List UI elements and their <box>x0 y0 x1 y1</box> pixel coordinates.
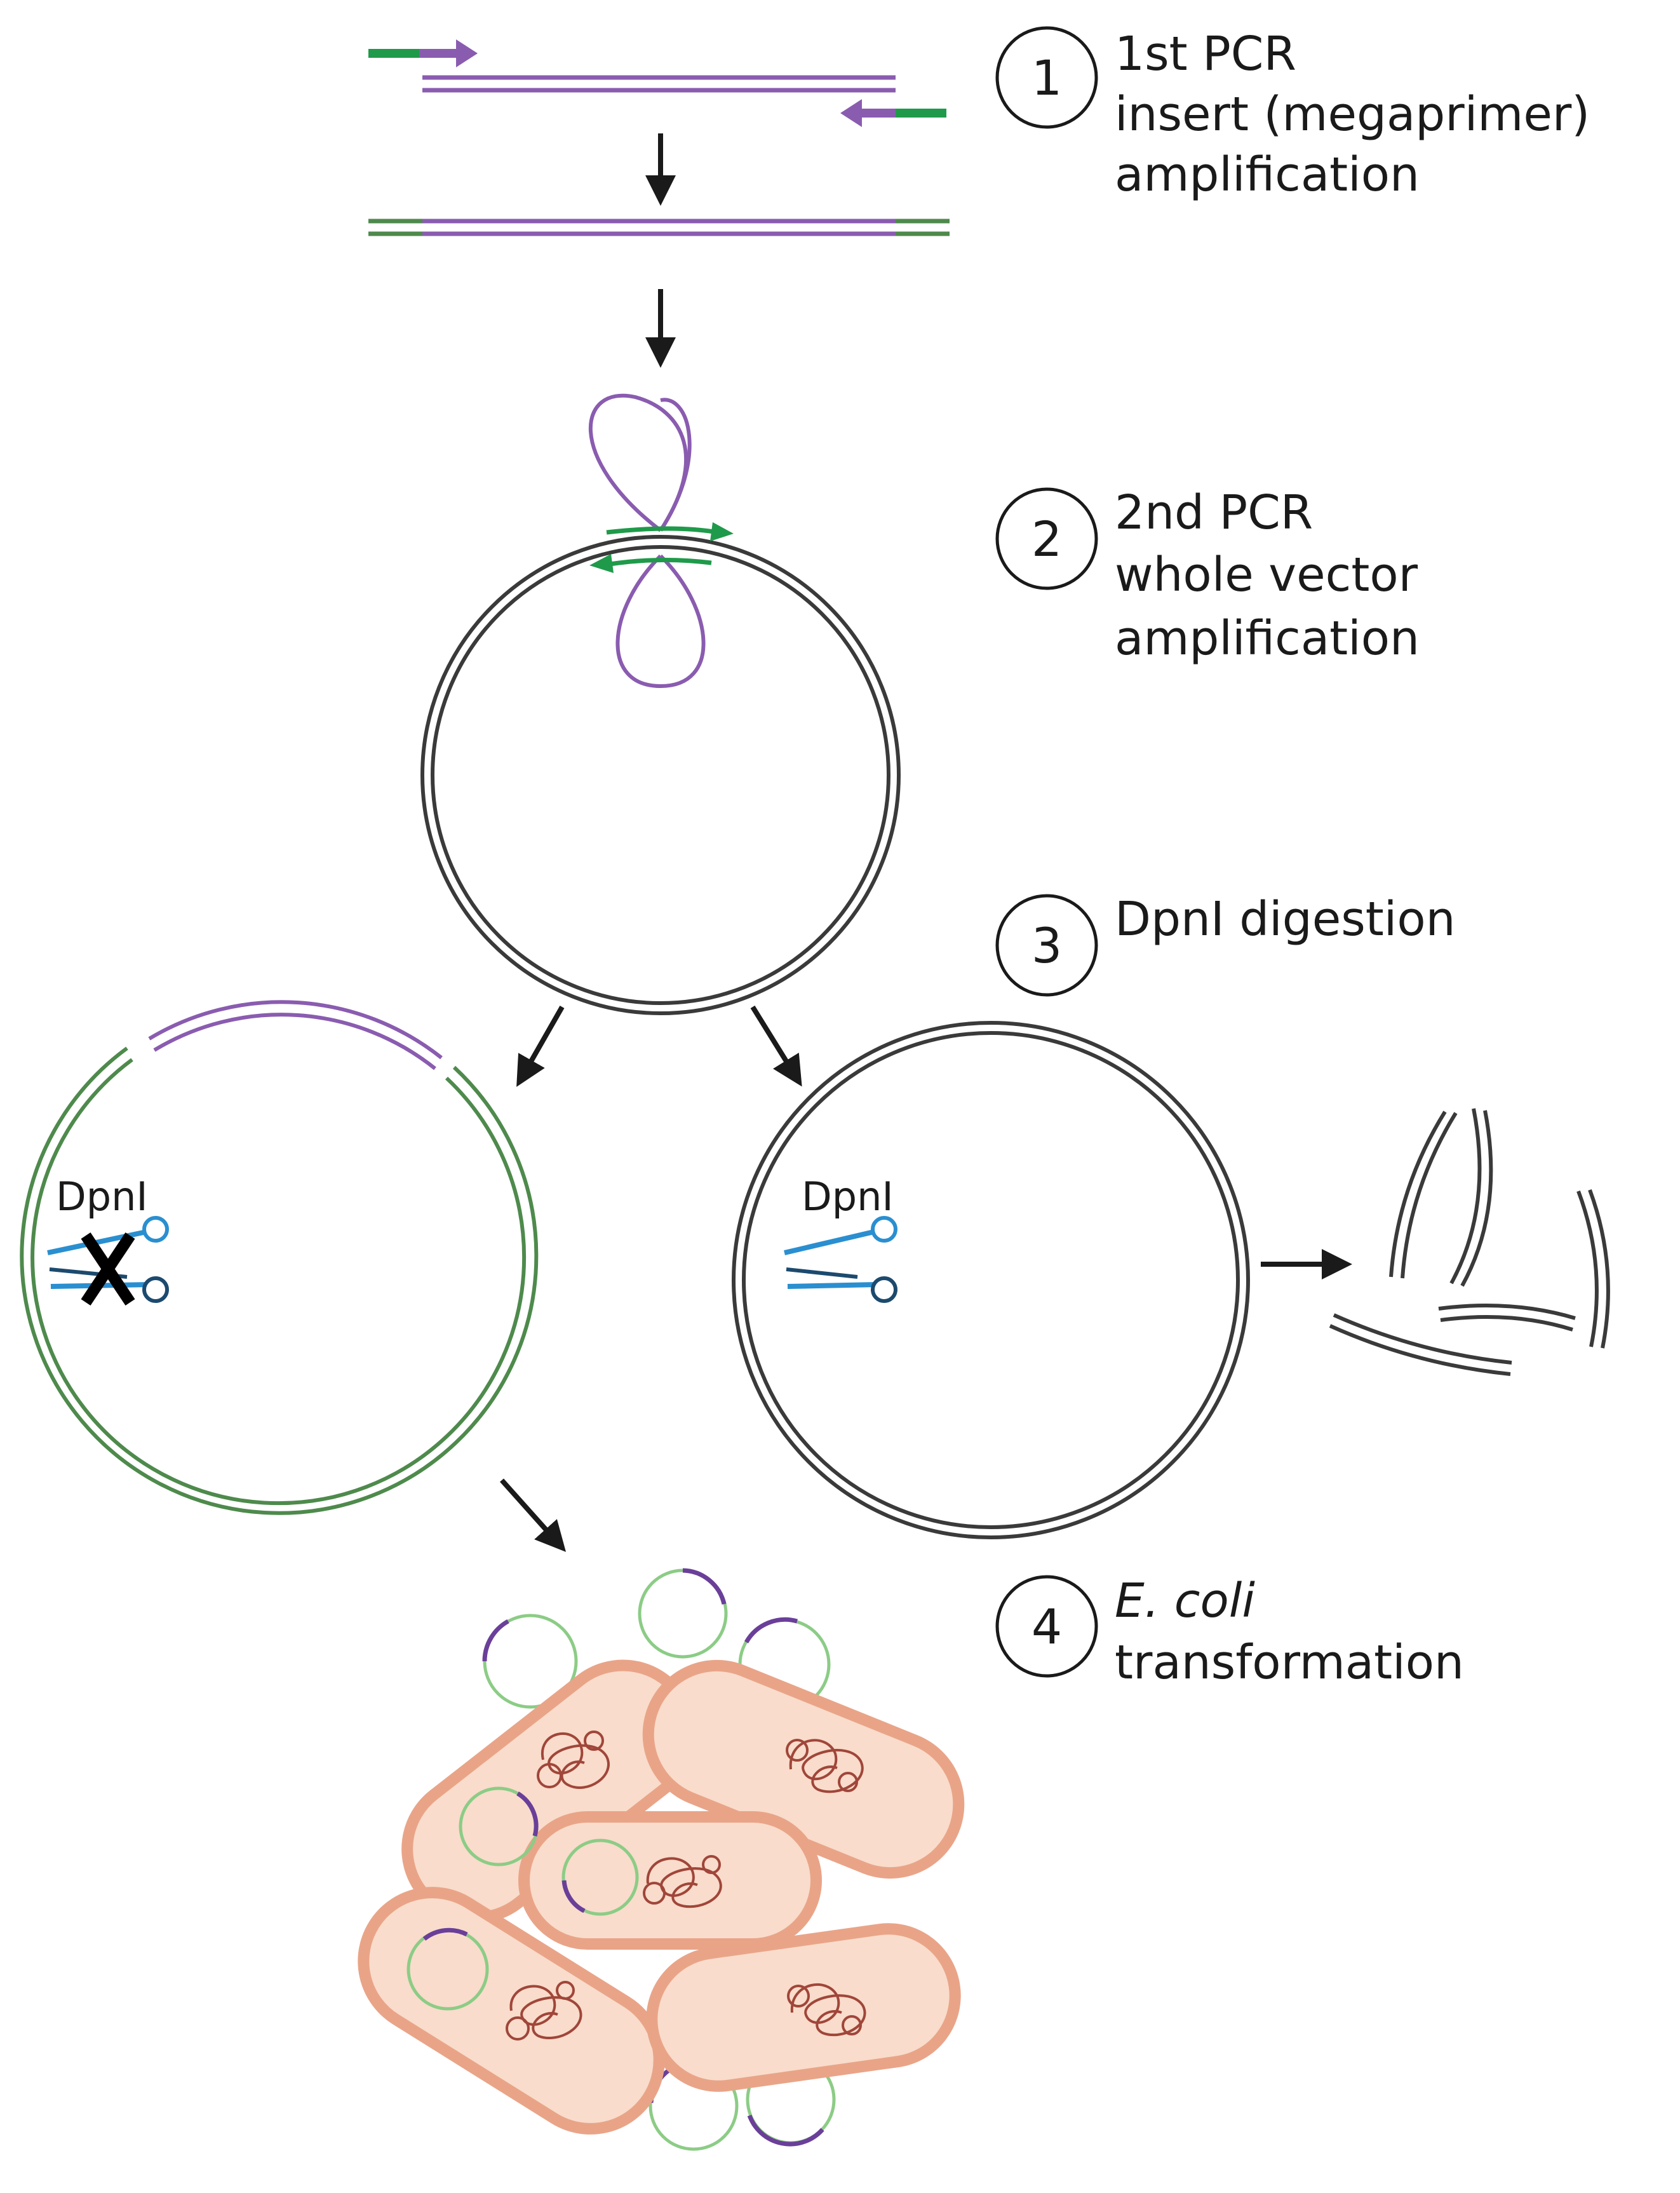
step4-organism: E. coli <box>1115 1574 1255 1628</box>
cross-mark-icon <box>81 1232 135 1306</box>
step4-number-circle <box>995 1575 1098 1678</box>
step1-number-circle <box>995 26 1098 129</box>
annealed-primers <box>589 522 734 573</box>
recombinant-plasmid <box>20 1000 539 1515</box>
template-plasmid <box>732 1021 1250 1539</box>
step1-title: 1st PCR <box>1115 27 1296 81</box>
internalized-plasmids <box>407 1786 639 2011</box>
arrow-to-new-plasmid <box>516 1006 565 1087</box>
bacterium-3 <box>518 1811 822 1950</box>
arrow-to-template-plasmid <box>750 1005 802 1087</box>
step2-line2: whole vector <box>1115 548 1418 602</box>
dna-fragments <box>1329 1108 1610 1376</box>
step4-label: 4 E. coli transformation <box>995 1574 1464 1690</box>
step3-number-circle <box>995 894 1098 997</box>
bacteria-cells <box>358 1659 965 2135</box>
step1-line2: insert (megaprimer) <box>1115 87 1590 142</box>
step1-label: 1 1st PCR insert (megaprimer) amplificat… <box>995 26 1590 202</box>
dpni-label-right: DpnI <box>802 1173 894 1220</box>
step2-label: 2 2nd PCR whole vector amplification <box>995 485 1420 666</box>
step1-number: 1 <box>1032 50 1062 106</box>
step3-title: DpnI digestion <box>1115 892 1456 947</box>
step2-number: 2 <box>1032 511 1062 567</box>
dpni-label-left: DpnI <box>56 1173 148 1220</box>
chromosomes <box>506 1731 866 2041</box>
step1-line3: amplification <box>1115 147 1420 202</box>
step2-number-circle <box>995 487 1098 590</box>
scissors-icon <box>784 1216 897 1303</box>
reverse-primer <box>840 99 946 127</box>
step2-title: 2nd PCR <box>1115 485 1313 540</box>
forward-primer <box>368 39 478 67</box>
bacterium-5 <box>646 1923 961 2092</box>
step2-line3: amplification <box>1115 611 1420 666</box>
step4-line2: transformation <box>1115 1635 1464 1690</box>
step1-template-duplex <box>422 75 896 93</box>
step3-label: 3 DpnI digestion <box>995 892 1456 997</box>
megaprimer-loops <box>589 393 706 689</box>
arrow-to-transformation <box>500 1478 567 1552</box>
step3-number: 3 <box>1032 917 1062 974</box>
vector-plasmid <box>420 535 901 1015</box>
step4-number: 4 <box>1032 1598 1062 1655</box>
megaprimer-product <box>368 219 950 236</box>
